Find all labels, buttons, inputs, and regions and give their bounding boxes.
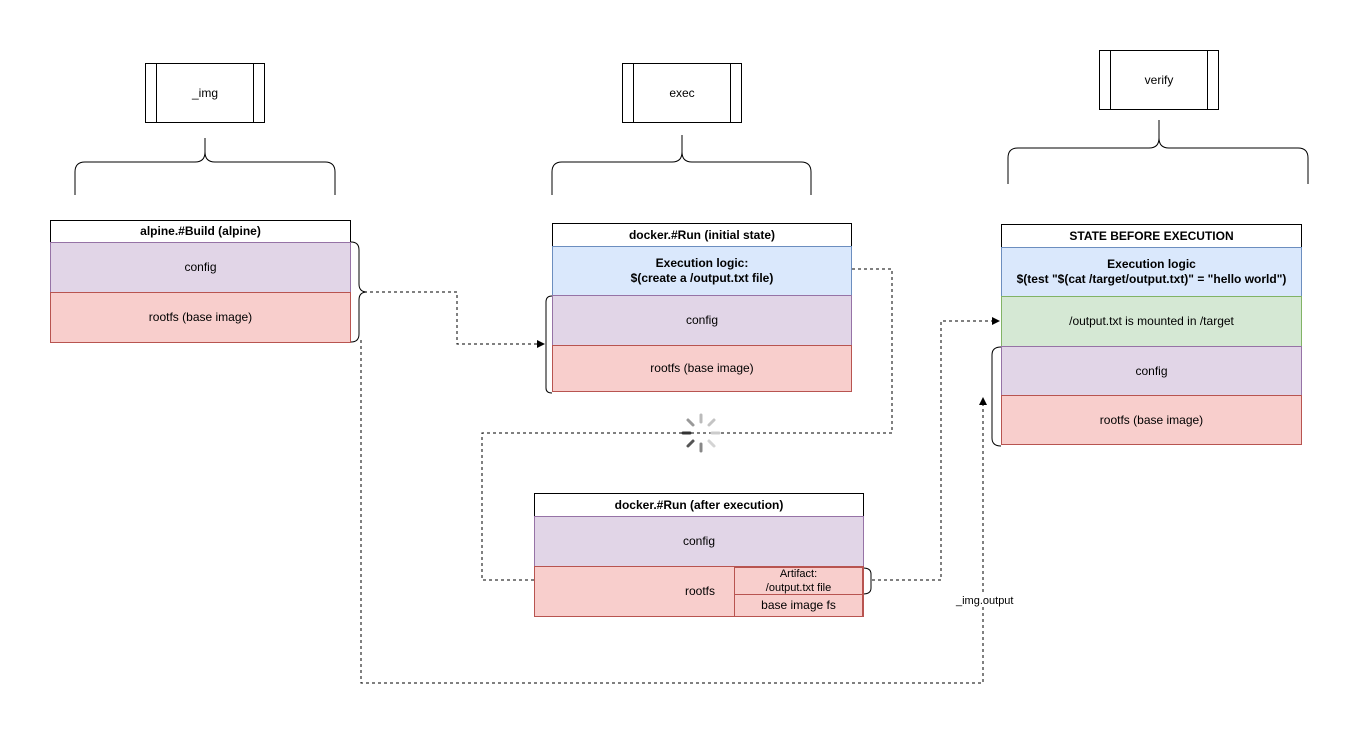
run-initial-logic-line1: Execution logic: [655, 256, 749, 270]
run-after-config-text: config [682, 534, 716, 548]
verify-step-box: verify [1099, 50, 1219, 110]
artifact-line2: /output.txt file [765, 582, 832, 594]
run-initial-logic: Execution logic: $(create a /output.txt … [552, 246, 852, 296]
artifact-box: Artifact: /output.txt file [734, 567, 863, 595]
build-config: config [50, 242, 351, 293]
run-after-config: config [534, 516, 864, 567]
verify-mounted: /output.txt is mounted in /target [1001, 296, 1302, 347]
exec-brace [551, 135, 812, 195]
verify-logic-line2: $(test "$(cat /target/output.txt)" = "he… [1016, 272, 1287, 286]
img-brace [74, 138, 336, 195]
build-rootfs: rootfs (base image) [50, 292, 351, 343]
build-header-text: alpine.#Build (alpine) [140, 224, 261, 238]
verify-step-label: verify [1144, 73, 1174, 87]
artifact-bracket [862, 567, 872, 595]
exec-step-label: exec [669, 86, 695, 100]
verify-rootfs-text: rootfs (base image) [1099, 412, 1204, 427]
verify-mounted-text: /output.txt is mounted in /target [1069, 314, 1234, 328]
build-config-text: config [184, 260, 217, 274]
run-after-rootfs-text: rootfs [685, 584, 716, 598]
verify-header: STATE BEFORE EXECUTION [1001, 224, 1302, 248]
img-step-label: _img [191, 86, 218, 100]
run-initial-rootfs-text: rootfs (base image) [650, 361, 754, 375]
verify-bracket [991, 346, 1002, 447]
run-after-header: docker.#Run (after execution) [534, 493, 864, 517]
run-after-header-text: docker.#Run (after execution) [614, 497, 784, 512]
base-fs-text: base image fs [761, 598, 836, 612]
run-initial-rootfs: rootfs (base image) [552, 345, 852, 392]
exec-step-box: exec [622, 63, 742, 123]
edge-artifact-to-verify [872, 317, 1000, 581]
run-initial-config: config [552, 295, 852, 346]
run-initial-header-text: docker.#Run (initial state) [628, 227, 776, 242]
run-initial-bracket [545, 295, 553, 394]
artifact-line1: Artifact: [779, 568, 818, 580]
img-output-edge-label: _img.output [956, 595, 1014, 607]
edge-build-to-run [364, 291, 545, 348]
run-initial-logic-line2: $(create a /output.txt file) [630, 271, 774, 285]
spinner-icon [681, 413, 721, 453]
build-rootfs-text: rootfs (base image) [148, 310, 253, 324]
build-header: alpine.#Build (alpine) [50, 220, 351, 243]
verify-config: config [1001, 346, 1302, 396]
base-fs-box: base image fs [734, 594, 863, 617]
img-step-box: _img [145, 63, 265, 123]
verify-rootfs: rootfs (base image) [1001, 395, 1302, 445]
run-initial-config-text: config [685, 313, 719, 327]
verify-logic-line1: Execution logic [1107, 257, 1196, 271]
verify-header-text: STATE BEFORE EXECUTION [1069, 228, 1234, 243]
edge-build-to-verify [360, 340, 987, 684]
verify-brace [1007, 120, 1309, 184]
verify-logic: Execution logic $(test "$(cat /target/ou… [1001, 247, 1302, 297]
run-initial-header: docker.#Run (initial state) [552, 223, 852, 247]
verify-config-text: config [1135, 363, 1168, 378]
